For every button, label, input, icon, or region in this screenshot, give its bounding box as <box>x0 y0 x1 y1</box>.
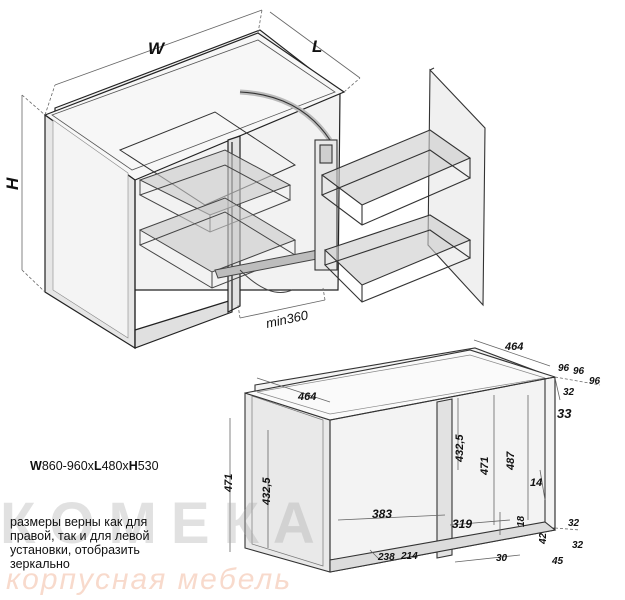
dim-471-mid: 471 <box>479 457 491 476</box>
dim-96-c: 96 <box>589 376 601 387</box>
dim-32-right: 32 <box>568 518 580 529</box>
pullout-frame <box>239 67 486 307</box>
tech-dimension-lines <box>229 339 601 563</box>
dim-96-a: 96 <box>558 363 570 374</box>
spec-h-value: 530 <box>137 459 159 473</box>
label-min360: min360 <box>265 307 311 331</box>
dim-319: 319 <box>452 517 472 531</box>
spec-dimensions: W860-960xL480xH530 <box>30 459 159 473</box>
technical-drawing <box>244 347 557 573</box>
dim-30: 30 <box>496 553 508 564</box>
spec-w-letter: W <box>30 459 42 473</box>
dim-45: 45 <box>551 556 564 567</box>
dim-32-bottom: 32 <box>572 540 584 551</box>
mirror-note: размеры верны как для правой, так и для … <box>10 515 150 571</box>
dim-96-b: 96 <box>573 366 585 377</box>
spec-h-letter: H <box>128 459 138 473</box>
label-w: W <box>148 39 166 58</box>
dim-18: 18 <box>516 515 527 527</box>
dim-214: 214 <box>400 551 418 562</box>
dim-33: 33 <box>557 406 572 421</box>
label-l: L <box>312 37 322 56</box>
dim-464-left: 464 <box>297 391 316 403</box>
dim-14: 14 <box>530 477 542 489</box>
dim-383: 383 <box>372 507 392 521</box>
dim-32-top: 32 <box>563 387 575 398</box>
dim-432-mid: 432,5 <box>454 434 466 463</box>
top-dimension-lines <box>21 9 361 319</box>
dim-42: 42 <box>538 532 549 545</box>
dim-432-left: 432,5 <box>261 477 273 506</box>
label-h: H <box>3 177 22 190</box>
spec-l-letter: L <box>93 459 102 473</box>
inner-baskets <box>118 111 323 293</box>
dim-238: 238 <box>377 552 395 563</box>
watermark-tagline: корпусная мебель <box>6 563 293 596</box>
spec-l-value: 480x <box>101 459 129 473</box>
dim-464-top: 464 <box>504 341 523 353</box>
dim-471-left: 471 <box>223 474 235 493</box>
watermark-brand: КОМЕКА <box>0 491 329 556</box>
spec-w-value: 860-960x <box>41 459 94 473</box>
dim-487: 487 <box>505 451 517 471</box>
